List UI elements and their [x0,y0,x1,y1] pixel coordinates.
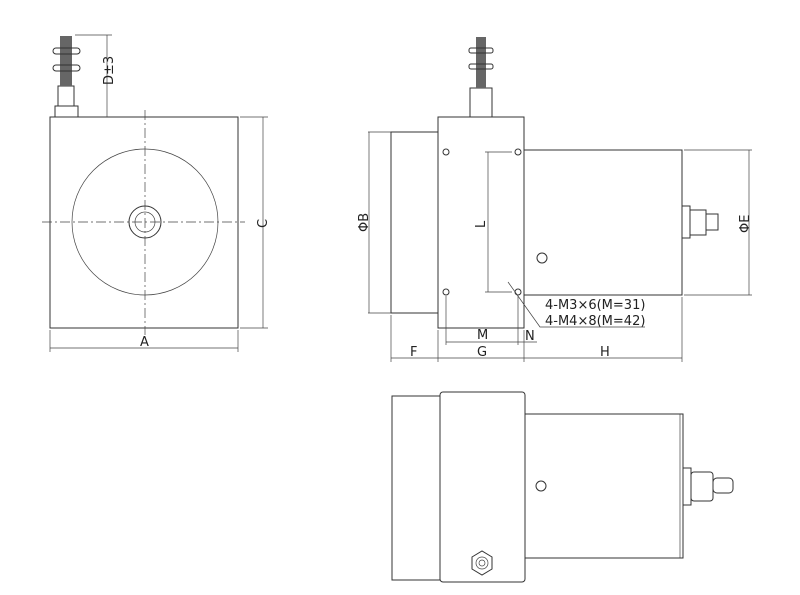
hex-nut [471,550,493,576]
encoder-cylinder [523,149,683,296]
note-thread-large: 4-M4×8(M=42) [545,314,645,329]
left-drum [390,131,439,314]
dim-l-label: L [474,220,489,228]
cable-connector-side [681,205,719,239]
mount-hole [442,148,450,156]
dim-f-label: F [410,345,417,360]
cable-connector-top [52,36,81,118]
encoder-cylinder-bottom [524,413,684,559]
bottom-view [391,391,734,583]
note-thread-small: 4-M3×6(M=31) [545,298,645,313]
leader-line [507,281,645,328]
front-view: D±3 C A [42,34,271,352]
dim-e-label: ΦE [738,215,753,233]
mount-hole [514,148,522,156]
dim-h-label: H [600,345,610,360]
dim-c-label: C [256,219,271,228]
screw-icon [535,480,547,492]
dim-m-label: M [477,328,488,343]
screw-icon [536,252,548,264]
front-body [49,116,239,329]
left-drum-bottom [391,395,441,581]
dim-g-label: G [477,345,487,360]
dim-a-label: A [140,335,149,350]
mount-hole [442,288,450,296]
dim-n-label: N [525,329,535,344]
cable-connector-top-side [468,37,494,118]
mount-hole [514,288,522,296]
dim-d-label: D±3 [102,56,117,85]
dim-b-label: ΦB [357,213,372,232]
body-bottom [439,391,526,583]
side-view: ΦB L ΦE 4-M3×6(M=31) 4-M4×8(M=42) M N F … [357,37,753,362]
